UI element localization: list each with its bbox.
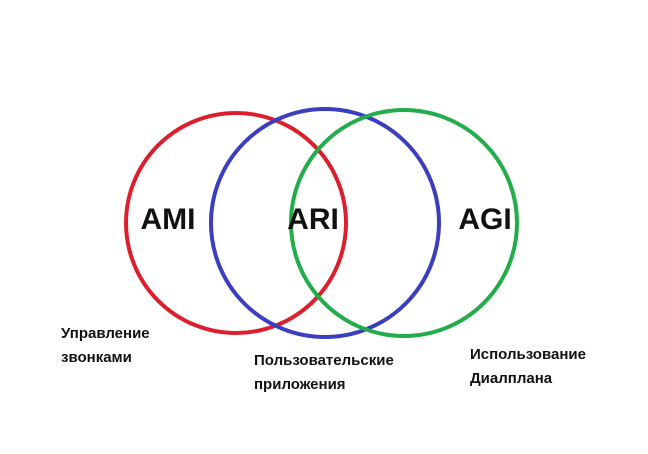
agi-caption-line-2: Диалплана [470, 370, 553, 387]
ari-circle [209, 107, 441, 339]
ami-caption-line-2: звонками [61, 349, 132, 366]
ami-circle [124, 111, 348, 335]
ami-caption: Управление звонками [61, 322, 150, 370]
agi-caption-line-1: Использование [470, 346, 586, 363]
ami-label: AMI [141, 203, 196, 236]
ari-caption: Пользовательские приложения [254, 349, 394, 397]
ari-caption-line-2: приложения [254, 376, 346, 393]
ari-label: ARI [287, 203, 339, 236]
ari-caption-line-1: Пользовательские [254, 352, 394, 369]
agi-label: AGI [458, 203, 511, 236]
ami-caption-line-1: Управление [61, 325, 150, 342]
agi-caption: Использование Диалплана [470, 343, 586, 391]
agi-circle [289, 108, 519, 338]
